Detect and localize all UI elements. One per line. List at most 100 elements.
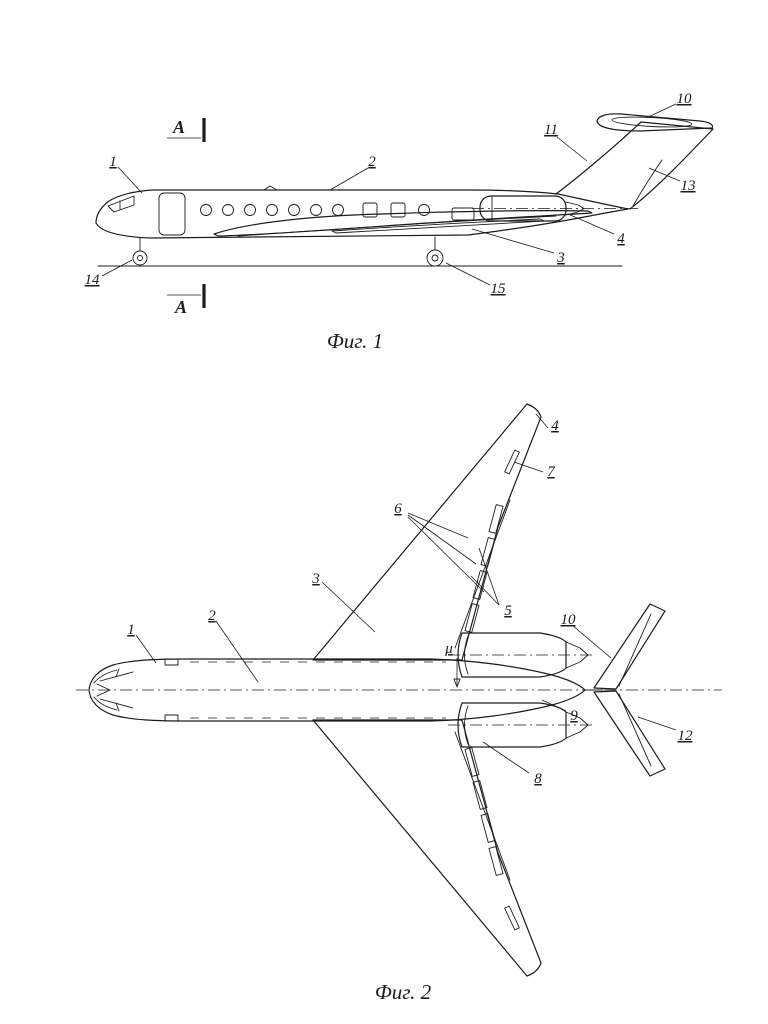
spoiler-panel (464, 747, 480, 777)
fig1-label-11: 11 (544, 122, 558, 138)
leader-2 (215, 620, 259, 683)
leader-2 (329, 167, 369, 191)
figure1-leader-lines (101, 103, 681, 286)
window (266, 204, 278, 216)
fig2-label-2: 2 (208, 608, 216, 624)
engine-upper-nacelle (457, 632, 567, 678)
wing-upper-flap-line (454, 499, 511, 649)
fig1-label-13: 13 (681, 178, 696, 194)
wing-upper (312, 403, 542, 661)
vertical-fin (555, 121, 714, 210)
fig2-label-4: 4 (551, 418, 559, 434)
engine-angle-annotation: μ (444, 641, 461, 688)
rudder-line (632, 159, 663, 207)
tip-panel (504, 905, 520, 931)
nose-wheel (132, 250, 148, 266)
leader-6c (407, 516, 485, 593)
nose-wheel-hub (137, 255, 143, 261)
section-letter-top: A (172, 117, 185, 137)
spoiler-panel (480, 537, 496, 567)
fig2-label-6: 6 (394, 501, 402, 517)
section-mark-top: A (167, 117, 206, 142)
leader-6b (407, 514, 477, 565)
fig2-label-1: 1 (127, 622, 135, 638)
fig2-label-5: 5 (504, 603, 512, 619)
window (332, 204, 344, 216)
main-wheel (426, 249, 444, 267)
square-window (362, 202, 378, 218)
antenna-bump (263, 185, 278, 191)
fig1-label-3: 3 (556, 250, 565, 266)
leader-9 (541, 699, 567, 712)
fig2-label-10: 10 (561, 612, 577, 628)
leader-4 (567, 213, 615, 235)
spoiler-panel (472, 780, 488, 810)
window (288, 204, 300, 216)
cabin-door (158, 192, 186, 236)
leader-13 (648, 167, 681, 182)
window (310, 204, 322, 216)
section-letter-bottom: A (174, 297, 187, 317)
figure2-leader-lines (135, 413, 677, 774)
wing-lower-outline (312, 719, 542, 977)
leader-3 (471, 228, 555, 254)
window (418, 204, 430, 216)
fig2-label-7: 7 (547, 464, 556, 480)
leader-6a (407, 512, 469, 539)
horizontal-stabilizer-side (596, 113, 714, 132)
radome-line (93, 669, 118, 711)
wing-lower-flap-line (454, 731, 511, 881)
figure2-caption: Фиг. 2 (375, 980, 432, 1004)
section-mark-bottom: A (167, 284, 206, 317)
window (200, 204, 212, 216)
landing-gear (132, 236, 444, 267)
fig2-label-12: 12 (678, 728, 694, 744)
leader-3 (321, 581, 376, 633)
door-mark-top (164, 658, 179, 666)
figure1-reference-labels: 1 2 10 11 13 4 3 14 15 (85, 91, 696, 297)
stabilizer-inner-ellipse (611, 116, 693, 128)
wing-lower (312, 719, 542, 977)
stabilizer-upper-half (593, 603, 666, 690)
engine-upper (448, 632, 592, 678)
leader-5b (478, 547, 500, 606)
leader-1 (117, 166, 143, 194)
wing-upper-outline (312, 403, 542, 661)
tip-panel (504, 449, 520, 475)
stabilizer-outline (596, 113, 714, 132)
leader-8 (482, 741, 530, 774)
leader-12 (637, 716, 677, 731)
leader-10 (571, 624, 612, 659)
elevator-line-lower (618, 693, 652, 767)
spoiler-panel (480, 813, 496, 843)
figure1-side-view: A A 1 2 10 (85, 91, 714, 353)
fig1-label-14: 14 (85, 272, 101, 288)
stabilizer-lower-half (593, 690, 666, 777)
door-mark-bottom (164, 714, 179, 722)
wing-side-profile (213, 210, 593, 237)
fig1-label-4: 4 (617, 231, 625, 247)
cabin-windows (200, 202, 475, 221)
fin-top-chord (640, 121, 714, 130)
window-rows (164, 658, 446, 722)
elevator-line-upper (618, 613, 652, 687)
fig1-label-10: 10 (677, 91, 693, 107)
leader-10 (645, 103, 677, 119)
leader-15 (445, 262, 491, 286)
fig2-label-9: 9 (570, 708, 578, 724)
fig1-label-15: 15 (491, 281, 507, 297)
nose-detail (93, 668, 134, 712)
leader-1 (135, 634, 157, 664)
leader-4 (535, 413, 549, 429)
leader-11 (556, 136, 588, 162)
horizontal-stabilizer-top (593, 603, 666, 777)
spoiler-panel (472, 570, 488, 600)
square-window (390, 202, 406, 218)
figure2-top-view: μ (76, 403, 722, 1004)
figure2-reference-labels: 4 7 6 3 5 10 1 2 9 12 8 (127, 418, 693, 787)
spoiler-panel (488, 846, 504, 876)
overwing-exit (451, 207, 475, 221)
leader-14 (101, 259, 133, 277)
